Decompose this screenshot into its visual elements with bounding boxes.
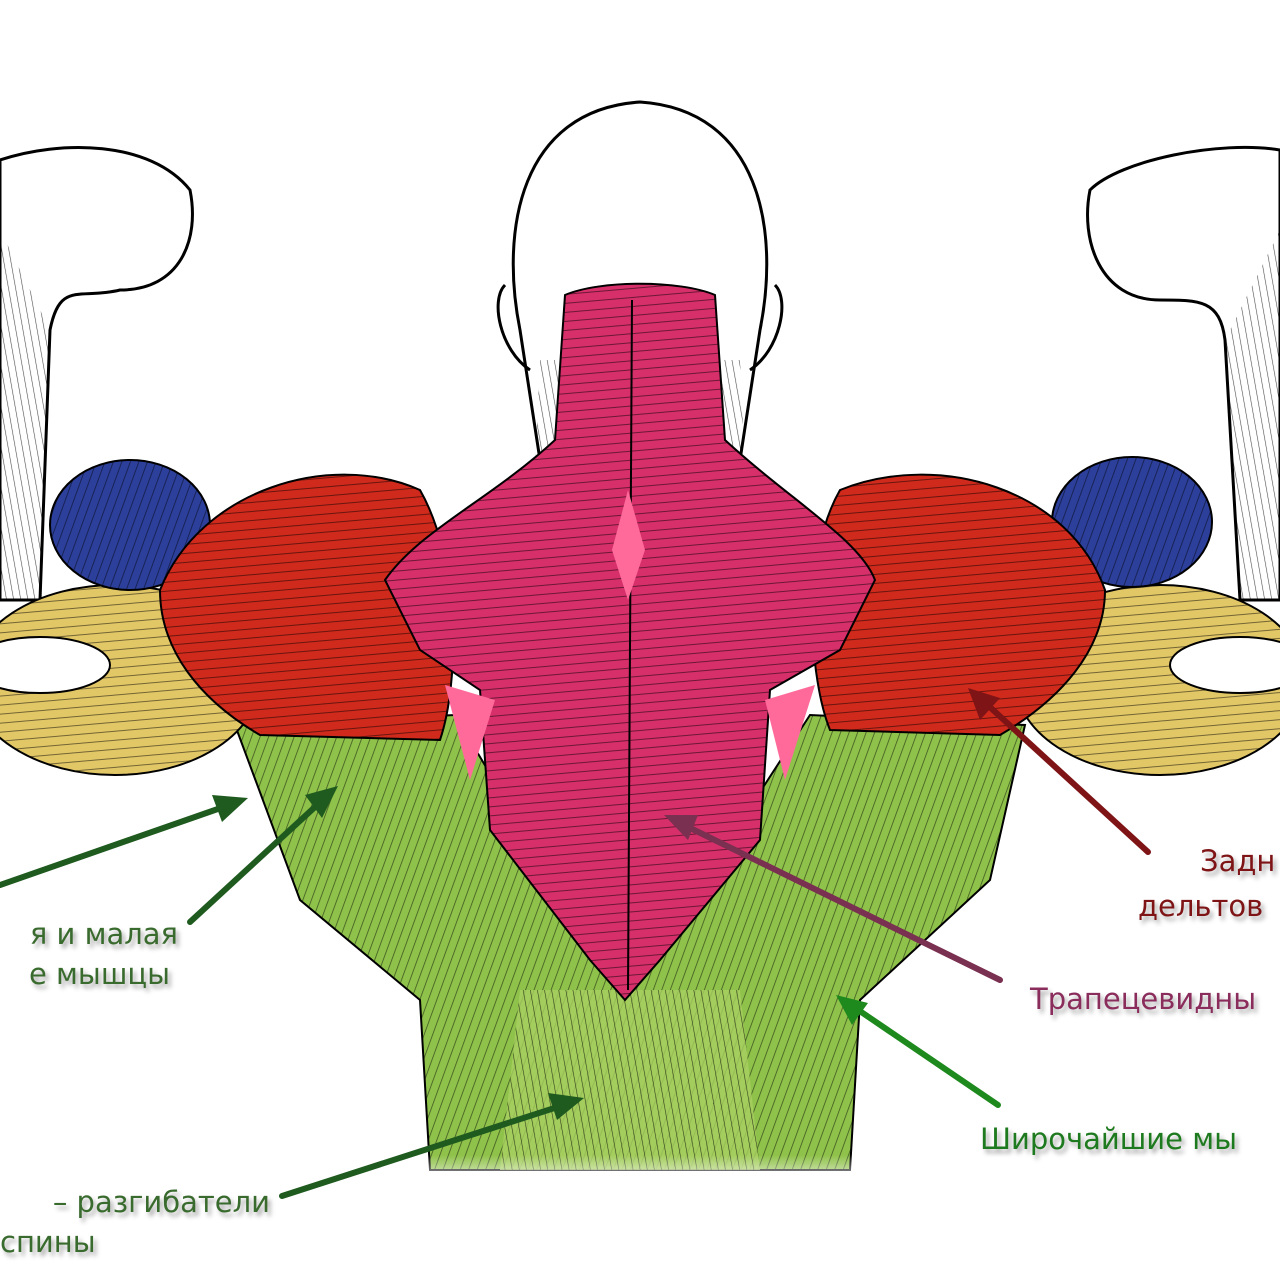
right-arm (1086, 145, 1280, 602)
arrow-erector (279, 1100, 573, 1199)
arrowhead-erector (548, 1093, 584, 1120)
trapezius (383, 282, 877, 1002)
label-lats: Широчайшие мы (980, 1122, 1237, 1156)
deltoid-right (811, 473, 1107, 737)
label-erector-line2: спины (0, 1225, 96, 1259)
label-deltoid-line1: Задн (1200, 844, 1276, 878)
arrowhead-trapezius (664, 815, 698, 840)
left-arm (0, 146, 194, 602)
label-teres-line2: е мышцы (28, 957, 170, 991)
biceps-left (49, 459, 211, 591)
label-trapezius: Трапецевидны (1030, 982, 1257, 1016)
arrow-teres-2 (187, 792, 331, 925)
arrowhead-teres-2 (305, 786, 338, 818)
arrowhead-teres-1 (212, 795, 248, 822)
arrowhead-deltoid (968, 688, 1000, 720)
arrowhead-lats (836, 995, 868, 1025)
arrow-trapezius (675, 819, 1003, 983)
arrow-lats (845, 1000, 1001, 1108)
label-erector-line1: – разгибатели (52, 1185, 270, 1219)
label-teres-line1: я и малая (29, 917, 178, 951)
arrow-deltoid (977, 695, 1151, 855)
deltoid-left (158, 473, 455, 742)
arrow-teres-1 (0, 800, 238, 888)
label-deltoid-line2: дельтов (1138, 889, 1264, 923)
biceps-right (1051, 456, 1213, 588)
